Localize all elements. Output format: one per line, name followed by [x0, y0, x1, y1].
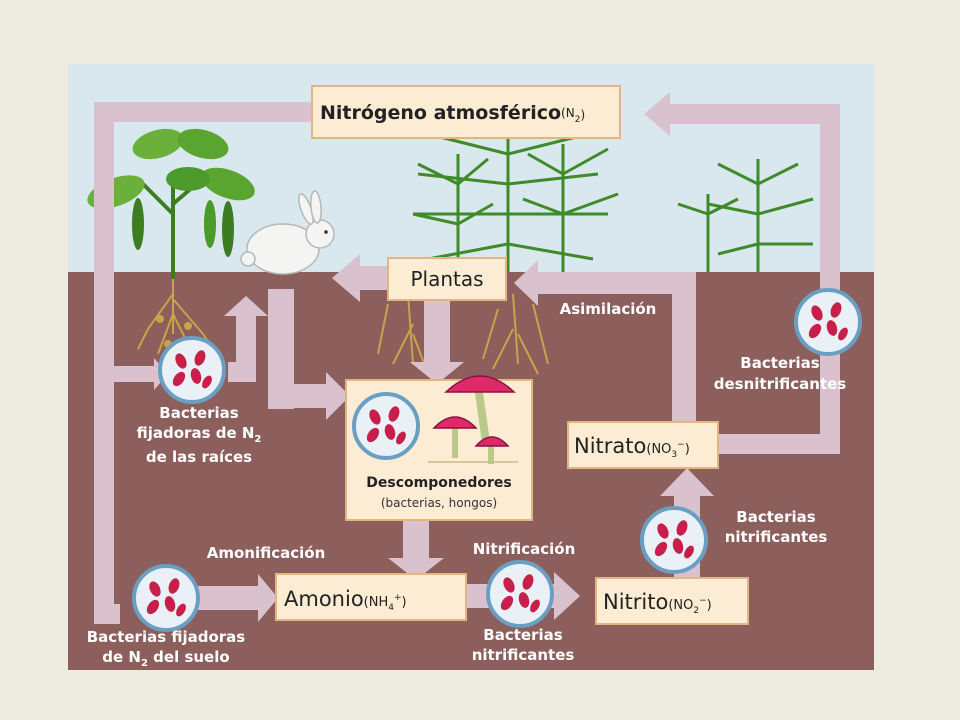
plants-node: Plantas	[387, 257, 507, 301]
svg-text:desnitrificantes: desnitrificantes	[714, 375, 847, 393]
fern-plant-right	[677, 159, 814, 272]
nitrifying-bacteria-icon-2	[640, 506, 708, 574]
nitrate-label: Nitrato	[574, 434, 646, 458]
decomposers-node: Descomponedores (bacterias, hongos)	[345, 375, 533, 521]
denitrifying-bacteria-icon	[794, 288, 862, 356]
atmosphere-label: Nitrógeno atmosférico	[320, 102, 561, 124]
svg-text:Bacterias: Bacterias	[740, 354, 819, 372]
nitrifying-bacteria-label-2: Bacterias nitrificantes	[725, 508, 828, 546]
nitrogen-cycle-diagram: Nitrógeno atmosférico(N2) Plantas Descom…	[68, 64, 874, 670]
svg-text:Bacterias: Bacterias	[736, 508, 815, 526]
svg-text:Bacterias fijadoras: Bacterias fijadoras	[87, 628, 246, 646]
atmospheric-nitrogen-node: Nitrógeno atmosférico(N2)	[311, 85, 621, 139]
ammonification-label: Amonificación	[207, 544, 326, 562]
root-bacteria-icon	[158, 336, 226, 404]
ammonium-label: Amonio	[284, 587, 364, 611]
svg-text:nitrificantes: nitrificantes	[472, 646, 575, 664]
soil-bacteria-label: Bacterias fijadoras de N2 del suelo	[87, 628, 246, 669]
nitrate-node: Nitrato(NO3−)	[567, 421, 719, 469]
decomposers-title: Descomponedores	[366, 475, 511, 491]
svg-text:nitrificantes: nitrificantes	[725, 528, 828, 546]
nitrification-label: Nitrificación	[473, 540, 576, 558]
svg-text:Bacterias: Bacterias	[159, 404, 238, 422]
nitrifying-bacteria-icon	[486, 560, 554, 628]
soil-bacteria-icon	[132, 564, 200, 632]
ammonium-node: Amonio(NH4+)	[275, 573, 467, 621]
rabbit	[240, 190, 335, 275]
mushroom-icon	[428, 375, 518, 464]
svg-text:Bacterias: Bacterias	[483, 626, 562, 644]
svg-text:de las raíces: de las raíces	[146, 448, 252, 466]
root-bacteria-label: Bacterias fijadoras de N2 de las raíces	[137, 404, 262, 466]
nitrite-label: Nitrito	[603, 590, 668, 614]
assimilation-label: Asimilación	[560, 300, 657, 318]
svg-text:Amonio(NH4+): Amonio(NH4+)	[284, 587, 407, 613]
svg-text:fijadoras de N2: fijadoras de N2	[137, 424, 262, 445]
decomposer-bacteria-icon	[352, 392, 420, 460]
svg-text:de N2 del suelo: de N2 del suelo	[102, 648, 229, 669]
fern-plant-center	[412, 92, 619, 272]
svg-text:Nitrato(NO3−): Nitrato(NO3−)	[574, 434, 690, 460]
nitrifying-bacteria-label: Bacterias nitrificantes	[472, 626, 575, 664]
denitrifying-bacteria-label: Bacterias desnitrificantes	[714, 354, 847, 393]
svg-text:Nitrógeno atmosférico(N2): Nitrógeno atmosférico(N2)	[320, 102, 585, 125]
plants-label: Plantas	[410, 267, 483, 291]
nitrite-node: Nitrito(NO2−)	[595, 577, 749, 625]
decomposers-subtitle: (bacterias, hongos)	[381, 496, 497, 510]
svg-text:Nitrito(NO2−): Nitrito(NO2−)	[603, 590, 712, 616]
